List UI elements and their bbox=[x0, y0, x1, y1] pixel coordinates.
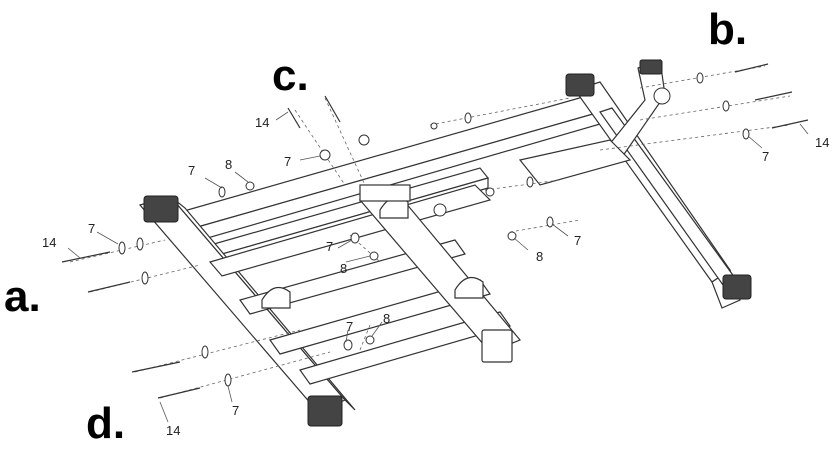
part-number-7: 7 bbox=[326, 239, 334, 254]
part-number-14: 14 bbox=[255, 115, 270, 130]
part-number-7: 7 bbox=[284, 154, 292, 169]
part-number-8: 8 bbox=[383, 311, 391, 326]
part-number-8: 8 bbox=[536, 249, 544, 264]
part-number-8: 8 bbox=[225, 157, 233, 172]
label-d: d. bbox=[86, 399, 126, 448]
label-c: c. bbox=[272, 51, 309, 100]
part-number-7: 7 bbox=[574, 233, 582, 248]
mount-brackets bbox=[261, 184, 484, 309]
part-number-7: 7 bbox=[232, 403, 240, 418]
cross-frame bbox=[208, 184, 521, 385]
part-number-7: 7 bbox=[346, 319, 354, 334]
part-number-14: 14 bbox=[42, 235, 57, 250]
part-number-7: 7 bbox=[188, 163, 196, 178]
hardware bbox=[61, 63, 809, 399]
part-number-14: 14 bbox=[815, 135, 830, 150]
part-number-7: 7 bbox=[88, 221, 96, 236]
part-number-8: 8 bbox=[340, 261, 348, 276]
leader-lines bbox=[67, 111, 809, 423]
right-rear-leg bbox=[518, 59, 752, 309]
label-a: a. bbox=[4, 272, 41, 321]
part-number-7: 7 bbox=[762, 149, 770, 164]
label-b: b. bbox=[708, 5, 748, 54]
part-number-14: 14 bbox=[166, 423, 181, 438]
